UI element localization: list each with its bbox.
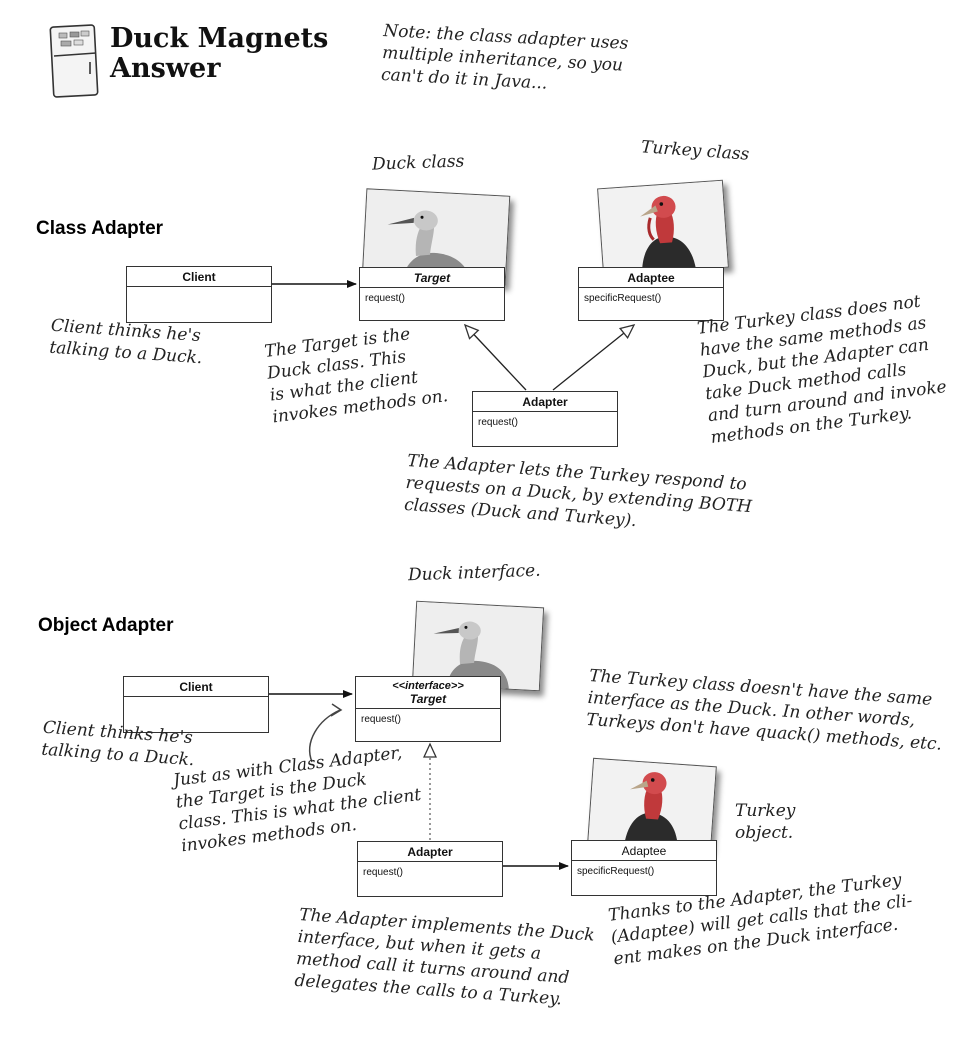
interface-stereotype: <<interface>> (392, 680, 464, 692)
oa-note-target-pointer-head (330, 703, 343, 717)
interface-name: Target (409, 692, 447, 706)
ca-adapter-adaptee-inheritance (552, 325, 634, 391)
turkey-photo (597, 179, 729, 277)
class-ops (127, 287, 271, 297)
oa-target-interface: <<interface>> Target request() (355, 676, 501, 742)
class-name: <<interface>> Target (356, 677, 500, 709)
class-name: Adaptee (572, 841, 716, 861)
note-multiple-inheritance: Note: the class adapter uses multiple in… (380, 20, 629, 94)
class-name: Adapter (358, 842, 502, 862)
caption-duck-class: Duck class (371, 151, 465, 175)
caption-turkey-object: Turkey object. (735, 801, 796, 843)
class-name: Client (127, 267, 271, 287)
turkey-photo-object (587, 757, 717, 853)
class-ops: specificRequest() (577, 866, 655, 877)
class-ops: request() (363, 867, 404, 878)
class-ops (124, 697, 268, 707)
class-name: Adapter (473, 392, 617, 412)
ca-adapter-class: Adapter request() (472, 391, 618, 447)
class-name: Adaptee (579, 268, 723, 288)
oa-adapter-class: Adapter request() (357, 841, 503, 897)
class-ops: request() (365, 293, 406, 304)
class-name: Target (360, 268, 504, 288)
class-ops: request() (361, 714, 402, 725)
class-ops: request() (478, 417, 519, 428)
section-title-object-adapter: Object Adapter (38, 615, 174, 636)
oa-note-target-pointer (309, 709, 341, 763)
ca-target-class: Target request() (359, 267, 505, 321)
ca-client-class: Client (126, 266, 272, 323)
oa-adaptee-class: Adaptee specificRequest() (571, 840, 717, 896)
ca-adaptee-class: Adaptee specificRequest() (578, 267, 724, 321)
ca-adapter-target-inheritance (465, 325, 527, 391)
oa-client-class: Client (123, 676, 269, 733)
class-ops: specificRequest() (584, 293, 662, 304)
caption-duck-interface: Duck interface. (407, 560, 541, 586)
section-title-class-adapter: Class Adapter (36, 218, 164, 239)
fridge-icon (46, 22, 104, 104)
class-name: Client (124, 677, 268, 697)
page-title: Duck Magnets Answer (110, 23, 329, 84)
